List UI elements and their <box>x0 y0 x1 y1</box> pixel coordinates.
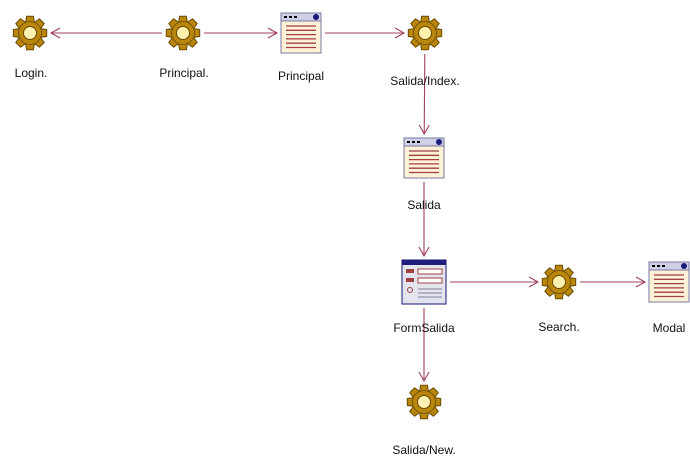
edge-form_salida-to-salida_new <box>418 308 430 383</box>
page-icon[interactable] <box>403 137 445 179</box>
gear-icon[interactable] <box>407 15 443 51</box>
edge-principal_ctrl-to-principal_page <box>204 27 279 39</box>
gear-icon[interactable] <box>12 15 48 51</box>
label-principal-controller: Principal. <box>159 66 209 80</box>
label-salida-page: Salida <box>407 198 441 212</box>
label-login: Login. <box>14 66 48 80</box>
page-icon[interactable] <box>648 261 690 303</box>
nodes-layer <box>12 12 690 420</box>
label-search: Search. <box>538 320 580 334</box>
label-salida-new: Salida/New. <box>392 443 456 457</box>
edge-form_salida-to-search <box>450 276 540 288</box>
edge-principal_ctrl-to-login <box>49 27 162 39</box>
gear-icon[interactable] <box>165 15 201 51</box>
gear-icon[interactable] <box>406 384 442 420</box>
page-icon[interactable] <box>280 12 322 54</box>
label-salida-index: Salida/Index. <box>390 74 460 88</box>
form-icon[interactable] <box>401 259 447 305</box>
label-form-salida: FormSalida <box>393 321 455 335</box>
label-principal-page: Principal <box>277 69 325 83</box>
edges-layer <box>49 27 647 383</box>
edge-principal_page-to-salida_index <box>325 27 406 39</box>
edge-salida_page-to-form_salida <box>418 182 430 258</box>
gear-icon[interactable] <box>541 264 577 300</box>
label-modal: Modal <box>652 321 686 335</box>
edge-salida_index-to-salida_page <box>418 53 430 136</box>
edge-search-to-modal <box>580 276 647 288</box>
